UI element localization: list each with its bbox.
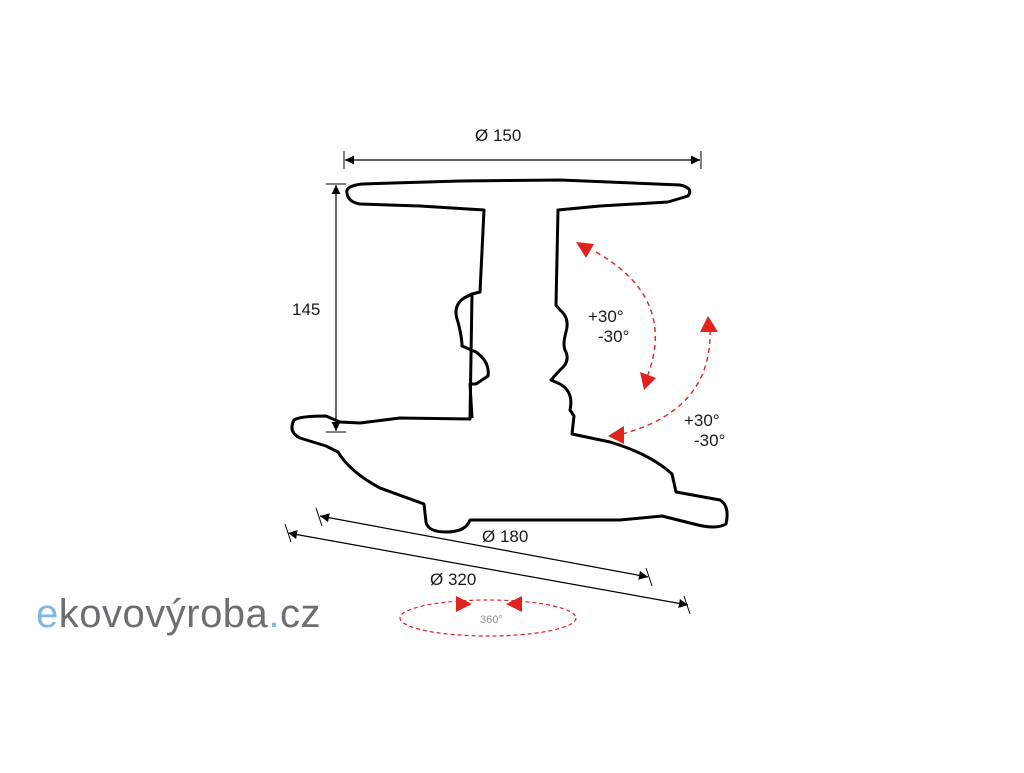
dimension-top-diameter: Ø 150 <box>343 126 702 169</box>
label-upper-neg: -30° <box>598 327 629 346</box>
label-top-diameter: Ø 150 <box>475 126 521 145</box>
rotation-indicator: 360° <box>399 596 577 637</box>
upper-tilt-indicator: +30° -30° <box>576 242 656 390</box>
label-height: 145 <box>292 300 320 319</box>
label-rotation: 360° <box>480 614 503 626</box>
rotation-arrow-right <box>456 596 472 612</box>
logo-main-text: kovovýroba <box>59 592 269 636</box>
svg-text:ekovovýroba.cz: ekovovýroba.cz <box>36 592 321 636</box>
brand-logo: ekovovýroba.cz <box>36 592 321 636</box>
dimension-outer-diameter: Ø 320 <box>284 523 691 615</box>
logo-tld: cz <box>280 592 321 636</box>
label-outer-diameter: Ø 320 <box>430 570 476 589</box>
logo-first-letter: e <box>36 592 59 636</box>
lower-tilt-arrow-left <box>608 426 624 444</box>
upper-tilt-arc <box>595 251 656 383</box>
label-lower-pos: +30° <box>684 411 720 430</box>
upper-tilt-arrow-bottom <box>640 372 656 390</box>
label-upper-pos: +30° <box>588 307 624 326</box>
lower-tilt-arrow-top <box>700 316 718 332</box>
rotation-arrow-left <box>506 596 522 612</box>
dimension-height: 145 <box>292 183 346 433</box>
label-inner-diameter: Ø 180 <box>482 527 528 546</box>
lower-tilt-indicator: +30° -30° <box>608 316 725 450</box>
rotation-ellipse <box>399 599 577 637</box>
upper-tilt-arrow-top <box>576 242 594 258</box>
bracket-stem <box>345 192 486 296</box>
label-lower-neg: -30° <box>694 431 725 450</box>
logo-dot: . <box>268 592 280 636</box>
bracket-outline <box>290 178 729 534</box>
lower-tilt-arc <box>621 329 711 435</box>
